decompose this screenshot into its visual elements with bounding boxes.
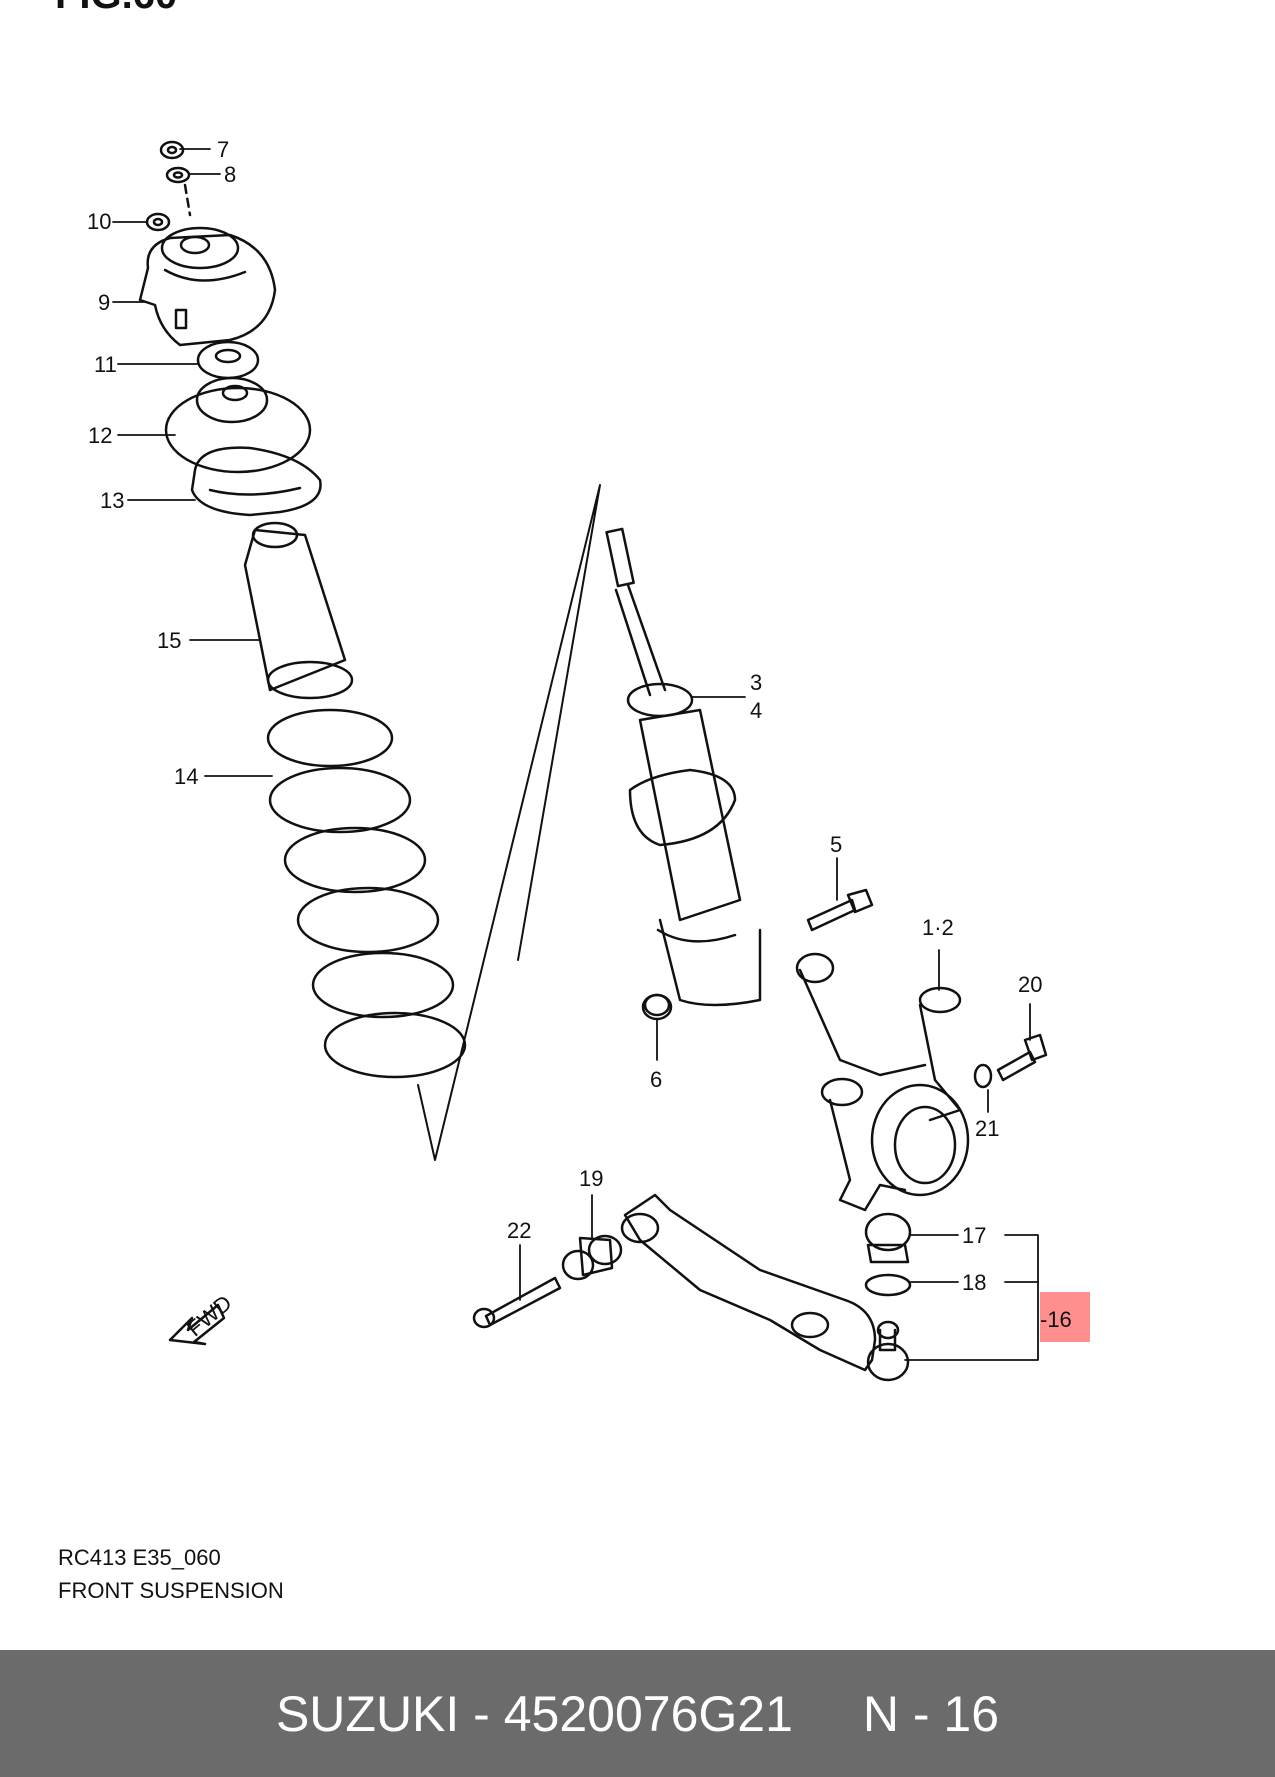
ball-joint-16 xyxy=(864,1212,912,1382)
label-1-2: 1·2 xyxy=(922,915,954,940)
diagram-code: RC413 E35_060 xyxy=(58,1545,221,1570)
strut-mount-9 xyxy=(138,226,277,347)
guide-lines xyxy=(417,484,601,1161)
highlight-16 xyxy=(1040,1292,1090,1342)
label-3: 3 xyxy=(750,670,762,695)
washer-21 xyxy=(973,1063,993,1089)
bolt-5 xyxy=(806,888,874,932)
label-17: 17 xyxy=(962,1223,986,1248)
nut-6 xyxy=(641,993,673,1021)
label-16: -16 xyxy=(1040,1307,1072,1332)
coil-spring-14 xyxy=(266,708,467,1079)
footer-bar: SUZUKI - 4520076G21 N - 16 xyxy=(0,1650,1275,1777)
diagram-title: FRONT SUSPENSION xyxy=(58,1578,284,1603)
nut-7 xyxy=(159,140,185,160)
bolt-22 xyxy=(472,1276,562,1329)
fwd-arrow-icon xyxy=(168,1303,226,1346)
spring-seat-12 xyxy=(164,376,312,474)
label-5: 5 xyxy=(830,832,842,857)
label-14: 14 xyxy=(174,764,198,789)
bushing-19 xyxy=(561,1234,623,1281)
insulator-13 xyxy=(190,446,322,517)
label-8: 8 xyxy=(224,162,236,187)
label-20: 20 xyxy=(1018,972,1042,997)
bump-stop-15 xyxy=(243,521,354,700)
footer-part-number: SUZUKI - 4520076G21 xyxy=(275,1685,793,1742)
label-22: 22 xyxy=(507,1218,531,1243)
label-7: 7 xyxy=(217,137,229,162)
label-9: 9 xyxy=(98,290,110,315)
label-4: 4 xyxy=(750,698,762,723)
header-partial: FIG.60 xyxy=(55,0,177,17)
label-10: 10 xyxy=(87,209,111,234)
control-arm xyxy=(620,1193,877,1372)
shock-absorber-3-4 xyxy=(605,527,762,1017)
nut-10 xyxy=(145,212,171,232)
footer-ref: N - 16 xyxy=(862,1685,1000,1742)
bearing-11 xyxy=(196,340,260,380)
label-18: 18 xyxy=(962,1270,986,1295)
steering-knuckle-1-2 xyxy=(795,952,970,1212)
suspension-diagram: 7 8 10 9 11 12 13 15 14 3 4 5 1·2 6 20 2… xyxy=(55,0,1090,1382)
label-11: 11 xyxy=(94,352,117,377)
label-6: 6 xyxy=(650,1067,662,1092)
label-13: 13 xyxy=(100,488,124,513)
washer-8 xyxy=(165,166,191,184)
label-15: 15 xyxy=(157,628,181,653)
label-12: 12 xyxy=(88,423,112,448)
label-19: 19 xyxy=(579,1166,603,1191)
bolt-20 xyxy=(996,1033,1048,1082)
label-21: 21 xyxy=(975,1116,999,1141)
